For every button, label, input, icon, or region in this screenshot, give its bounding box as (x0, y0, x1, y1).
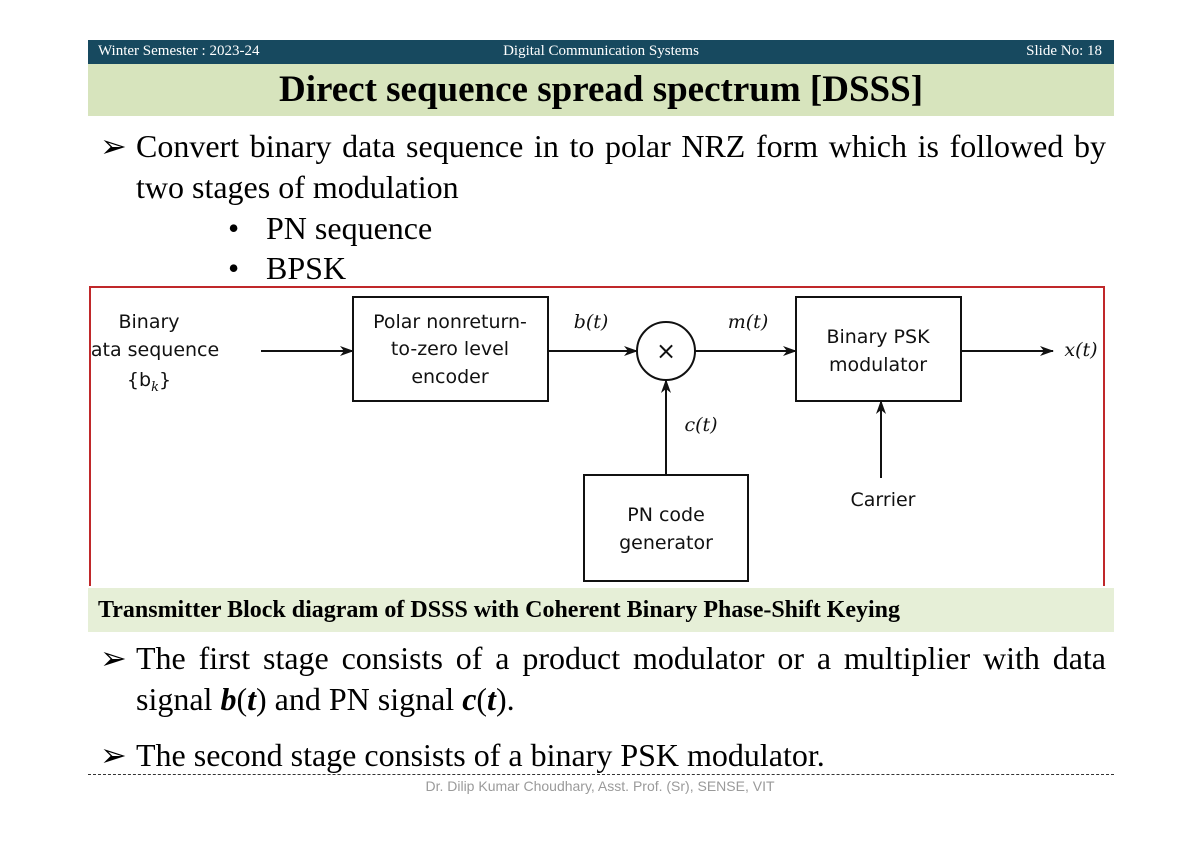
bullet-2-text: The first stage consists of a product mo… (136, 640, 1106, 717)
pn-label-line1: PN code (627, 504, 705, 526)
encoder-label-line1: Polar nonreturn- (373, 311, 527, 333)
pn-generator-block (583, 474, 749, 582)
bt-symbol: b (220, 681, 237, 717)
diagram-caption: Transmitter Block diagram of DSSS with C… (88, 588, 1114, 632)
dot-bullet-icon: • (228, 250, 240, 286)
encoder-label-line2: to-zero level (391, 338, 509, 360)
psk-modulator-block (795, 296, 962, 402)
sub-bullet-2-text: BPSK (266, 250, 347, 286)
arrow-bullet-icon: ➢ (100, 128, 127, 164)
input-label-line3: {bk} (127, 369, 171, 395)
diagram-canvas: Binary data sequence {bk} Polar nonretur… (79, 296, 1098, 582)
sub-bullet-2: • BPSK (228, 248, 346, 289)
encoder-label-line3: encoder (411, 366, 489, 388)
footer-credit: Dr. Dilip Kumar Choudhary, Asst. Prof. (… (425, 778, 775, 794)
nrz-encoder-block (352, 296, 549, 402)
bt-label: b(t) (574, 311, 609, 333)
sub-bullet-1-text: PN sequence (266, 210, 433, 246)
course-title: Digital Communication Systems (503, 43, 699, 59)
dot-bullet-icon: • (228, 210, 240, 246)
bullet-1: ➢ Convert binary data sequence in to pol… (100, 126, 1106, 208)
footer-divider (88, 774, 1114, 775)
arrow-bullet-icon: ➢ (100, 640, 127, 676)
semester-label: Winter Semester : 2023-24 (98, 43, 260, 59)
xt-label: x(t) (1064, 339, 1097, 361)
multiplier-symbol: × (656, 337, 676, 365)
bullet-3-text: The second stage consists of a binary PS… (136, 737, 825, 773)
arrow-bullet-icon: ➢ (100, 737, 127, 773)
bullet-1-text: Convert binary data sequence in to polar… (136, 128, 1106, 205)
carrier-label: Carrier (851, 489, 916, 511)
psk-label-line1: Binary PSK (826, 326, 930, 348)
ct-symbol: c (462, 681, 477, 717)
dsss-block-diagram: Binary data sequence {bk} Polar nonretur… (79, 286, 1105, 586)
bullet-3: ➢ The second stage consists of a binary … (100, 735, 1106, 776)
slide-title: Direct sequence spread spectrum [DSSS] (88, 64, 1114, 116)
ct-label: c(t) (684, 414, 717, 436)
header-bar: Winter Semester : 2023-24 Digital Commun… (88, 40, 1114, 64)
input-label-line2: data sequence (91, 339, 219, 361)
mt-label: m(t) (728, 311, 768, 333)
sub-bullet-1: • PN sequence (228, 208, 432, 249)
slide-number: Slide No: 18 (1026, 43, 1102, 59)
input-label-line1: Binary (118, 311, 179, 333)
psk-label-line2: modulator (829, 354, 927, 376)
pn-label-line2: generator (619, 532, 713, 554)
bullet-2: ➢ The first stage consists of a product … (100, 638, 1106, 720)
